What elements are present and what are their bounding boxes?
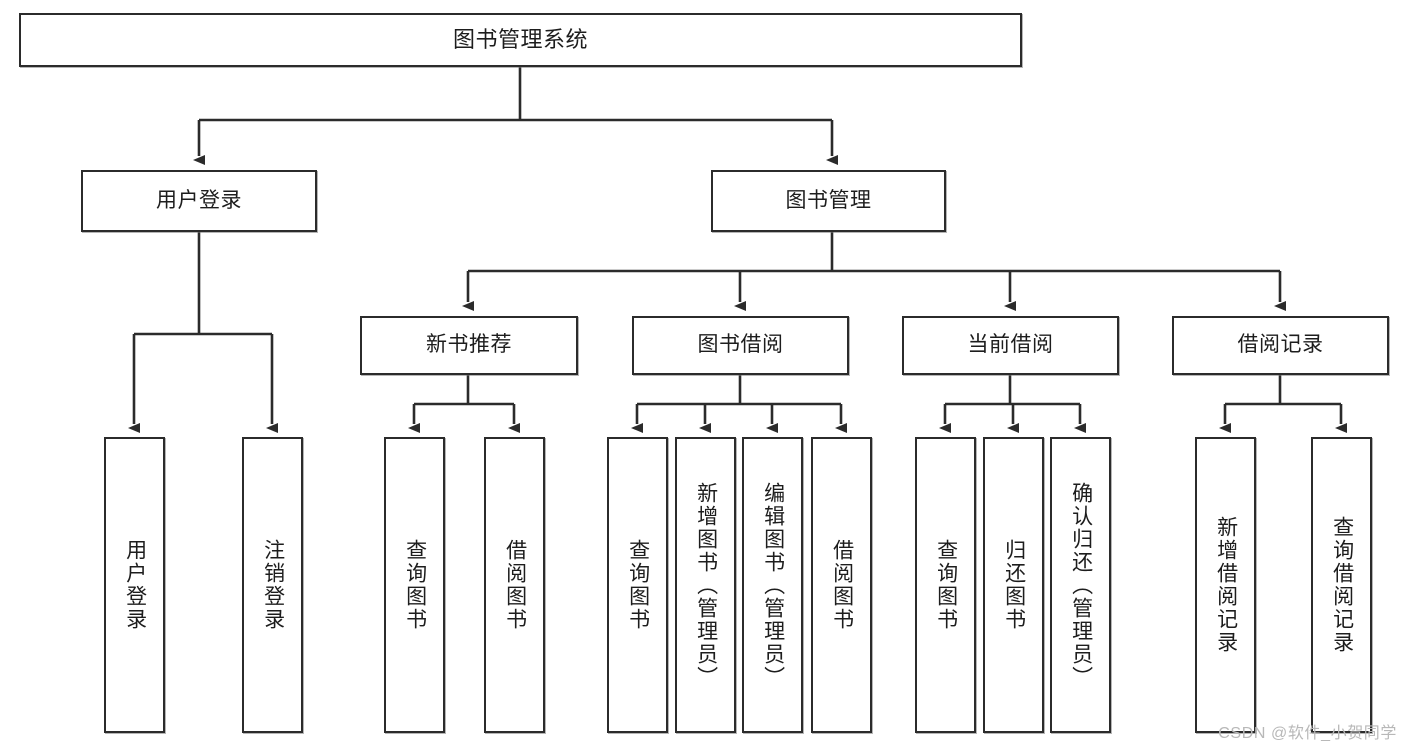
node-borrow-record[interactable]: 借阅记录: [1172, 316, 1389, 375]
node-leaf-borrow-book-1[interactable]: 借阅图书: [484, 437, 545, 733]
node-current-borrow[interactable]: 当前借阅: [902, 316, 1119, 375]
node-leaf-user-login[interactable]: 用户登录: [104, 437, 165, 733]
node-leaf-return-book[interactable]: 归还图书: [983, 437, 1044, 733]
node-leaf-confirm-return[interactable]: 确认归还（管理员）: [1050, 437, 1111, 733]
node-label: 借阅图书: [830, 539, 854, 631]
node-label: 编辑图书（管理员）: [761, 481, 785, 689]
node-label: 注销登录: [261, 539, 285, 631]
node-label: 确认归还（管理员）: [1069, 481, 1093, 689]
node-label: 图书管理系统: [452, 27, 588, 53]
node-label: 归还图书: [1002, 539, 1026, 631]
node-label: 用户登录: [156, 188, 242, 212]
node-label: 查询图书: [934, 539, 958, 631]
node-label: 用户登录: [123, 539, 147, 631]
node-label: 查询图书: [403, 539, 427, 631]
node-leaf-edit-book[interactable]: 编辑图书（管理员）: [742, 437, 803, 733]
node-label: 查询借阅记录: [1330, 516, 1354, 654]
node-label: 当前借阅: [967, 333, 1054, 357]
node-leaf-borrow-book-2[interactable]: 借阅图书: [811, 437, 872, 733]
node-label: 新书推荐: [426, 333, 512, 357]
node-label: 查询图书: [626, 539, 650, 631]
node-book-manage[interactable]: 图书管理: [711, 170, 946, 232]
node-leaf-query-book-2[interactable]: 查询图书: [607, 437, 668, 733]
node-label: 图书管理: [785, 188, 872, 212]
node-root-system[interactable]: 图书管理系统: [19, 13, 1022, 67]
node-label: 新增图书（管理员）: [694, 481, 718, 689]
node-label: 借阅记录: [1237, 333, 1324, 357]
node-user-login[interactable]: 用户登录: [81, 170, 317, 232]
node-leaf-add-book[interactable]: 新增图书（管理员）: [675, 437, 736, 733]
node-leaf-logout[interactable]: 注销登录: [242, 437, 303, 733]
node-leaf-query-book-1[interactable]: 查询图书: [384, 437, 445, 733]
node-label: 新增借阅记录: [1214, 516, 1238, 654]
node-leaf-query-record[interactable]: 查询借阅记录: [1311, 437, 1372, 733]
node-new-book-recommend[interactable]: 新书推荐: [360, 316, 578, 375]
node-label: 图书借阅: [697, 333, 784, 357]
node-leaf-query-book-3[interactable]: 查询图书: [915, 437, 976, 733]
node-leaf-add-record[interactable]: 新增借阅记录: [1195, 437, 1256, 733]
watermark-text: CSDN @软件_小贺同学: [1218, 725, 1397, 742]
node-book-borrow[interactable]: 图书借阅: [632, 316, 849, 375]
node-label: 借阅图书: [503, 539, 527, 631]
